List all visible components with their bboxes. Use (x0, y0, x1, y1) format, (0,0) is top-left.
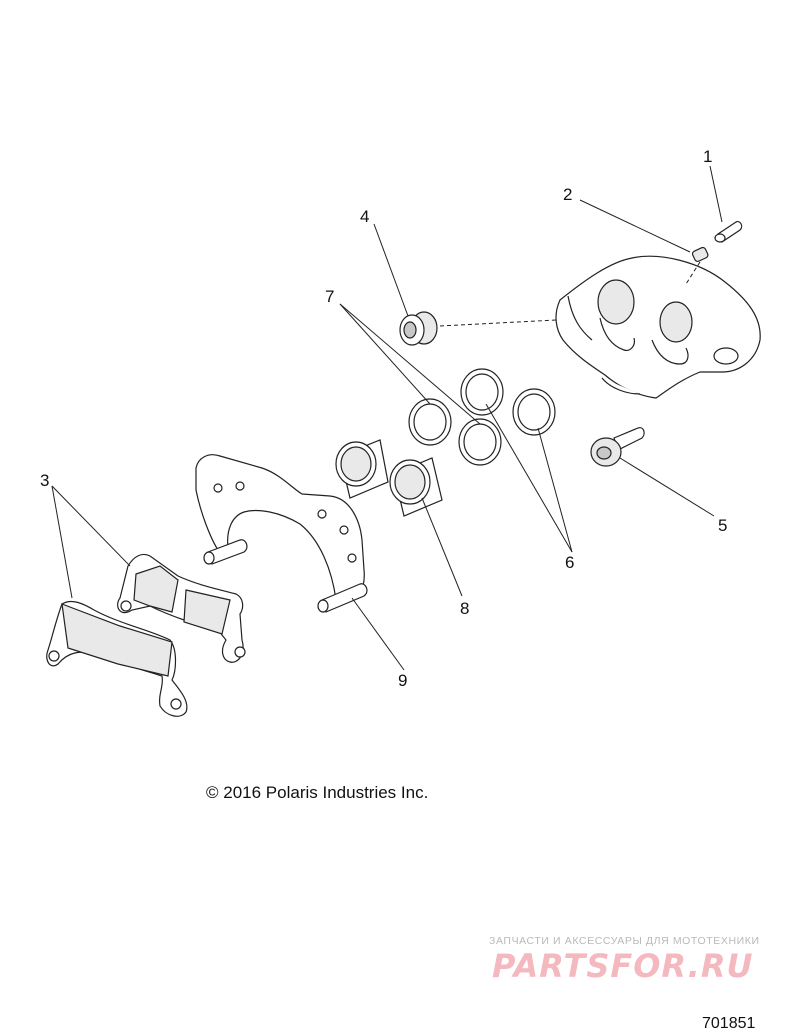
brake-pads (46, 553, 246, 717)
pin-boot (399, 311, 438, 346)
pistons (335, 439, 443, 517)
bleeder-screw (714, 221, 743, 243)
bleeder-axis-line (685, 261, 701, 285)
drawing-number: 701851 (702, 1015, 756, 1028)
caliper-bore-left (597, 279, 635, 325)
copyright-notice: © 2016 Polaris Industries Inc. (206, 783, 429, 802)
callout-3: 3 (40, 471, 49, 490)
slide-pin-bolt (590, 427, 645, 467)
watermark-brand-logo: PARTSFOR.RU (492, 947, 754, 985)
callout-6: 6 (565, 553, 574, 572)
pin-axis-line (439, 319, 557, 327)
caliper-bore-right (659, 301, 693, 343)
callout-1: 1 (703, 147, 712, 166)
leader-lines (51, 165, 723, 671)
callout-4: 4 (360, 207, 369, 226)
caliper-mount-ear (713, 347, 739, 365)
dust-seals (408, 398, 502, 466)
callout-7: 7 (325, 287, 334, 306)
caliper-bracket (195, 454, 368, 613)
callout-8: 8 (460, 599, 469, 618)
callout-2: 2 (563, 185, 572, 204)
caliper-body (555, 255, 761, 399)
callout-9: 9 (398, 671, 407, 690)
piston-seals (460, 368, 556, 436)
callout-5: 5 (718, 516, 727, 535)
bleeder-cap (691, 246, 709, 263)
watermark-tagline: ЗАПЧАСТИ И АКСЕССУАРЫ ДЛЯ МОТОТЕХНИКИ (489, 935, 760, 947)
